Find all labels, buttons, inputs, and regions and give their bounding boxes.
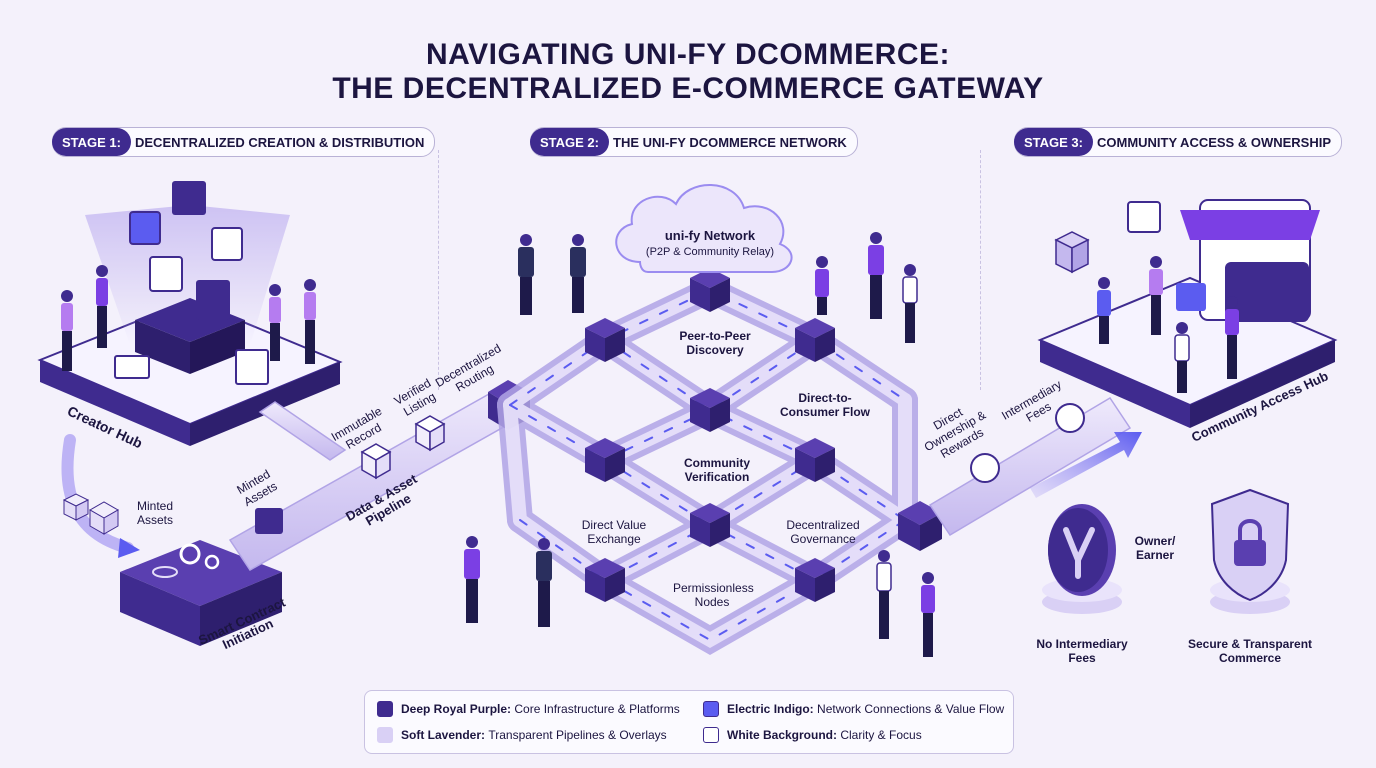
stage-divider-1 [438, 150, 439, 390]
stage-3-pill: STAGE 3: COMMUNITY ACCESS & OWNERSHIP [1014, 127, 1343, 157]
p2p-discovery-label: Peer-to-Peer Discovery [679, 329, 751, 357]
legend-swatch-lavender [377, 727, 393, 743]
stage-1-pill: STAGE 1: DECENTRALIZED CREATION & DISTRI… [52, 127, 436, 157]
legend-key: Soft Lavender: [401, 728, 486, 742]
legend-item-royal: Deep Royal Purple: Core Infrastructure &… [377, 701, 680, 717]
legend-swatch-indigo [703, 701, 719, 717]
legend-desc: Clarity & Focus [840, 728, 922, 742]
legend-key: White Background: [727, 728, 837, 742]
creator-hub-platform [37, 205, 343, 446]
floating-asset-icons [129, 181, 243, 320]
stage-1-label: DECENTRALIZED CREATION & DISTRIBUTION [135, 134, 425, 150]
legend-item-white: White Background: Clarity & Focus [703, 727, 922, 743]
d2c-flow-label: Direct-to-Consumer Flow [779, 391, 870, 419]
stage-divider-2 [980, 150, 981, 390]
legend-item-indigo: Electric Indigo: Network Connections & V… [703, 701, 1004, 717]
cloud-subtitle: (P2P & Community Relay) [645, 246, 775, 258]
cloud-title: uni-fy Network [664, 228, 756, 243]
legend-key: Deep Royal Purple: [401, 702, 512, 716]
network-nodes [585, 268, 942, 602]
cloud-icon [615, 184, 793, 273]
stage-3-number: STAGE 3: [1014, 128, 1093, 156]
legend-desc: Transparent Pipelines & Overlays [488, 728, 667, 742]
shield-lock-icon [1210, 488, 1290, 614]
stage-2-label: THE UNI-FY DCOMMERCE NETWORK [613, 134, 847, 150]
minted-assets-cubes [62, 493, 120, 535]
decentralized-governance-label: Decentralized Governance [786, 518, 860, 546]
owner-earner-label: Owner/ Earner [1134, 534, 1176, 562]
exit-pipeline [928, 396, 1142, 537]
legend-desc: Network Connections & Value Flow [817, 702, 1005, 716]
network-people [464, 232, 935, 657]
stage-2-pill: STAGE 2: THE UNI-FY DCOMMERCE NETWORK [530, 127, 858, 157]
stage-2-number: STAGE 2: [530, 128, 609, 156]
permissionless-nodes-label: Permissionless Nodes [673, 581, 754, 609]
secure-commerce-label: Secure & Transparent Commerce [1187, 637, 1313, 665]
legend-swatch-white [703, 727, 719, 743]
stage-1-number: STAGE 1: [52, 128, 131, 156]
direct-value-exchange-label: Direct Value Exchange [581, 518, 647, 546]
legend-desc: Core Infrastructure & Platforms [514, 702, 680, 716]
minted-assets-stack-label: Minted Assets [136, 499, 174, 527]
legend-item-lavender: Soft Lavender: Transparent Pipelines & O… [377, 727, 667, 743]
no-fees-label: No Intermediary Fees [1036, 637, 1128, 665]
legend-swatch-royal [377, 701, 393, 717]
legend: Deep Royal Purple: Core Infrastructure &… [364, 690, 1014, 754]
page-title-line2: THE DECENTRALIZED E-COMMERCE GATEWAY [332, 72, 1044, 105]
owner-coin-icon [1042, 504, 1122, 614]
stage-3-label: COMMUNITY ACCESS & OWNERSHIP [1097, 134, 1332, 150]
legend-key: Electric Indigo: [727, 702, 814, 716]
creator-people [61, 265, 316, 385]
community-verification-label: Community Verification [684, 456, 750, 484]
community-hub-platform [1037, 199, 1338, 428]
page-title-line1: NAVIGATING UNI-FY DCOMMERCE: [426, 38, 950, 71]
